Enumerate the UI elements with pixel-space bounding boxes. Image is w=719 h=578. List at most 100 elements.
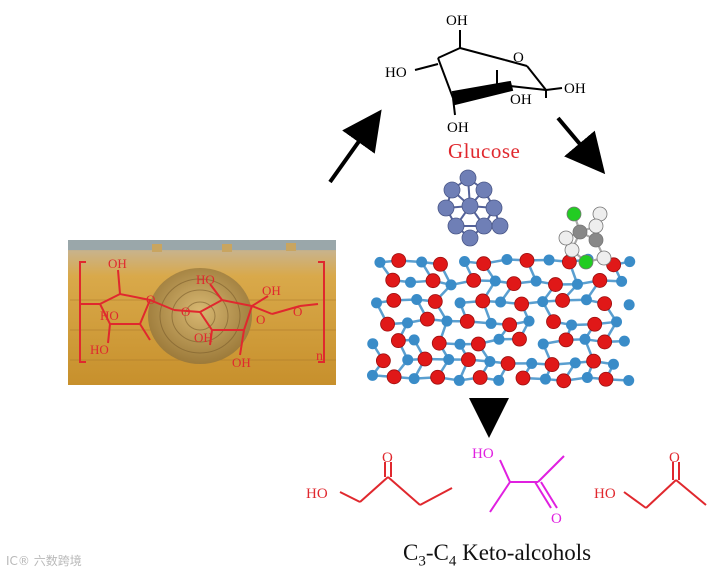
- silicon-atom: [581, 294, 592, 305]
- silicon-atom: [402, 317, 413, 328]
- cellulose-o-bridge: O: [181, 304, 190, 319]
- oxygen-atom: [432, 336, 446, 350]
- oxygen-atom: [433, 257, 447, 271]
- silicon-atom: [416, 257, 427, 268]
- silicon-atom: [486, 318, 497, 329]
- silicon-atom: [608, 359, 619, 370]
- cellulose-ho-left: HO: [100, 308, 119, 323]
- oxygen-atom: [599, 372, 613, 386]
- silicon-atom: [582, 372, 593, 383]
- cellulose-ho-mid: HO: [196, 272, 215, 287]
- product-3-structure: [624, 462, 706, 508]
- oxygen-atom: [428, 294, 442, 308]
- product-1-structure: [340, 462, 452, 505]
- silicon-atom: [409, 334, 420, 345]
- oxygen-atom: [587, 354, 601, 368]
- metal-cluster: [438, 170, 508, 246]
- silicon-atom: [446, 279, 457, 290]
- glucose-label: Glucose: [448, 139, 520, 164]
- silicon-atom: [493, 375, 504, 386]
- silicon-atom: [619, 336, 630, 347]
- silicon-atom: [367, 370, 378, 381]
- silicon-atom: [402, 354, 413, 365]
- silicon-atom: [367, 338, 378, 349]
- cellulose-oh-tl: OH: [108, 256, 127, 271]
- oxygen-atom: [588, 317, 602, 331]
- glucose-oh-right: OH: [564, 81, 586, 97]
- oxygen-atom: [426, 274, 440, 288]
- product-1-o: O: [382, 450, 393, 466]
- oxygen-atom: [387, 293, 401, 307]
- cellulose-oh-mid: OH: [194, 330, 213, 345]
- product-2-structure: [490, 456, 564, 512]
- oxygen-atom: [420, 312, 434, 326]
- silicon-atom: [566, 319, 577, 330]
- oxygen-atom: [376, 354, 390, 368]
- silicon-atom: [623, 375, 634, 386]
- silicon-atom: [495, 296, 506, 307]
- cellulose-o-end: O: [293, 304, 302, 319]
- arrow-to-catalyst: [558, 118, 600, 168]
- silicon-atom: [538, 338, 549, 349]
- oxygen-atom: [501, 357, 515, 371]
- silicon-atom: [374, 257, 385, 268]
- glucose-oh-top: OH: [446, 13, 468, 29]
- silicon-atom: [501, 254, 512, 265]
- silicon-atom: [572, 279, 583, 290]
- silicon-atom: [494, 334, 505, 345]
- silicon-atom: [526, 358, 537, 369]
- arrow-to-glucose: [330, 116, 377, 182]
- silicon-atom: [490, 275, 501, 286]
- oxygen-atom: [559, 333, 573, 347]
- silicon-atom: [611, 316, 622, 327]
- oxygen-atom: [381, 317, 395, 331]
- silicon-atom: [540, 374, 551, 385]
- oxygen-atom: [418, 352, 432, 366]
- cellulose-repeat-n: n: [316, 349, 323, 364]
- product-2-ho: HO: [472, 446, 494, 462]
- oxygen-atom: [547, 315, 561, 329]
- oxygen-atom: [516, 371, 530, 385]
- oxygen-atom: [515, 297, 529, 311]
- products-label: C3-C4 Keto-alcohols: [403, 540, 591, 571]
- oxygen-atom: [392, 253, 406, 267]
- silicon-atom: [544, 254, 555, 265]
- oxygen-atom: [473, 371, 487, 385]
- cellulose-oh-tr: OH: [262, 283, 281, 298]
- oxygen-atom: [598, 335, 612, 349]
- cellulose-o-ring2: O: [256, 312, 265, 327]
- oxygen-atom: [593, 273, 607, 287]
- oxygen-atom: [548, 278, 562, 292]
- oxygen-atom: [391, 334, 405, 348]
- silicon-atom: [537, 296, 548, 307]
- silicon-atom: [409, 373, 420, 384]
- silicon-atom: [405, 277, 416, 288]
- silicon-atom: [484, 356, 495, 367]
- silicon-atom: [443, 354, 454, 365]
- oxygen-atom: [471, 337, 485, 351]
- watermark-logo: IC® 六数跨境: [6, 552, 82, 569]
- glucose-oh-center: OH: [510, 92, 532, 108]
- silicon-atom: [624, 256, 635, 267]
- oxygen-atom: [557, 374, 571, 388]
- silicon-atom: [616, 276, 627, 287]
- silicon-atom: [411, 294, 422, 305]
- silicon-atom: [524, 316, 535, 327]
- silicon-atom: [454, 339, 465, 350]
- product-3-o: O: [669, 450, 680, 466]
- oxygen-atom: [476, 294, 490, 308]
- oxygen-atom: [520, 253, 534, 267]
- silicon-atom: [531, 276, 542, 287]
- silicon-atom: [441, 316, 452, 327]
- oxygen-atom: [477, 257, 491, 271]
- oxygen-atom: [503, 318, 517, 332]
- oxygen-atom: [512, 332, 526, 346]
- glucose-oh-bottom: OH: [447, 120, 469, 136]
- glucose-ring-o: O: [513, 50, 524, 66]
- oxygen-atom: [507, 277, 521, 291]
- silicon-atom: [455, 297, 466, 308]
- silicon-atom: [624, 299, 635, 310]
- silicon-atom: [570, 357, 581, 368]
